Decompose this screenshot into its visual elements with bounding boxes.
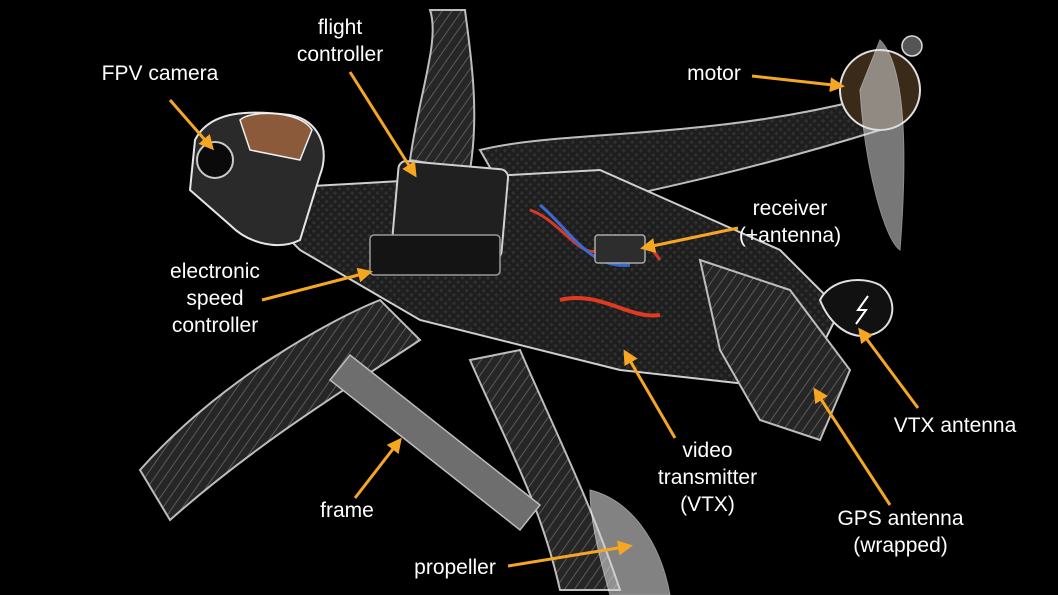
frame-lower-arm bbox=[328, 353, 542, 532]
vtx-antenna-logo bbox=[855, 295, 869, 325]
arrow-flight-controller bbox=[348, 71, 417, 178]
label-gps-antenna: GPS antenna (wrapped) bbox=[837, 507, 964, 557]
label-video-transmitter: video transmitter (VTX) bbox=[657, 439, 758, 516]
arrow-frame bbox=[353, 437, 402, 499]
arrow-receiver bbox=[640, 226, 739, 253]
label-esc: electronic speed controller bbox=[170, 260, 260, 337]
gps-wrapped-block bbox=[698, 258, 852, 442]
label-frame: frame bbox=[320, 499, 374, 522]
motor-nut bbox=[901, 35, 923, 57]
label-fpv-camera: FPV camera bbox=[101, 62, 219, 85]
label-receiver: receiver (+antenna) bbox=[738, 197, 842, 247]
vtx-antenna-shape bbox=[818, 279, 894, 337]
receiver-wires-blue bbox=[539, 203, 631, 267]
label-propeller: propeller bbox=[414, 556, 496, 579]
vtx-wire-red bbox=[559, 296, 661, 318]
arrow-vtx-antenna bbox=[858, 327, 920, 409]
camera-lens bbox=[196, 141, 234, 179]
receiver-module bbox=[594, 234, 646, 264]
arrow-esc bbox=[261, 267, 373, 302]
arrow-fpv-camera bbox=[168, 99, 214, 151]
camera-bracket bbox=[239, 112, 313, 161]
motor-propeller bbox=[859, 39, 905, 251]
arrow-gps-antenna bbox=[813, 387, 892, 506]
arrow-propeller bbox=[507, 540, 633, 568]
arrow-video-transmitter bbox=[623, 349, 677, 439]
label-vtx-antenna: VTX antenna bbox=[893, 414, 1017, 437]
label-motor: motor bbox=[687, 62, 741, 85]
label-flight-controller: flight controller bbox=[296, 16, 384, 66]
arrow-motor bbox=[751, 74, 845, 93]
flight-controller-lower bbox=[369, 234, 501, 276]
arm-top-center bbox=[408, 9, 476, 172]
